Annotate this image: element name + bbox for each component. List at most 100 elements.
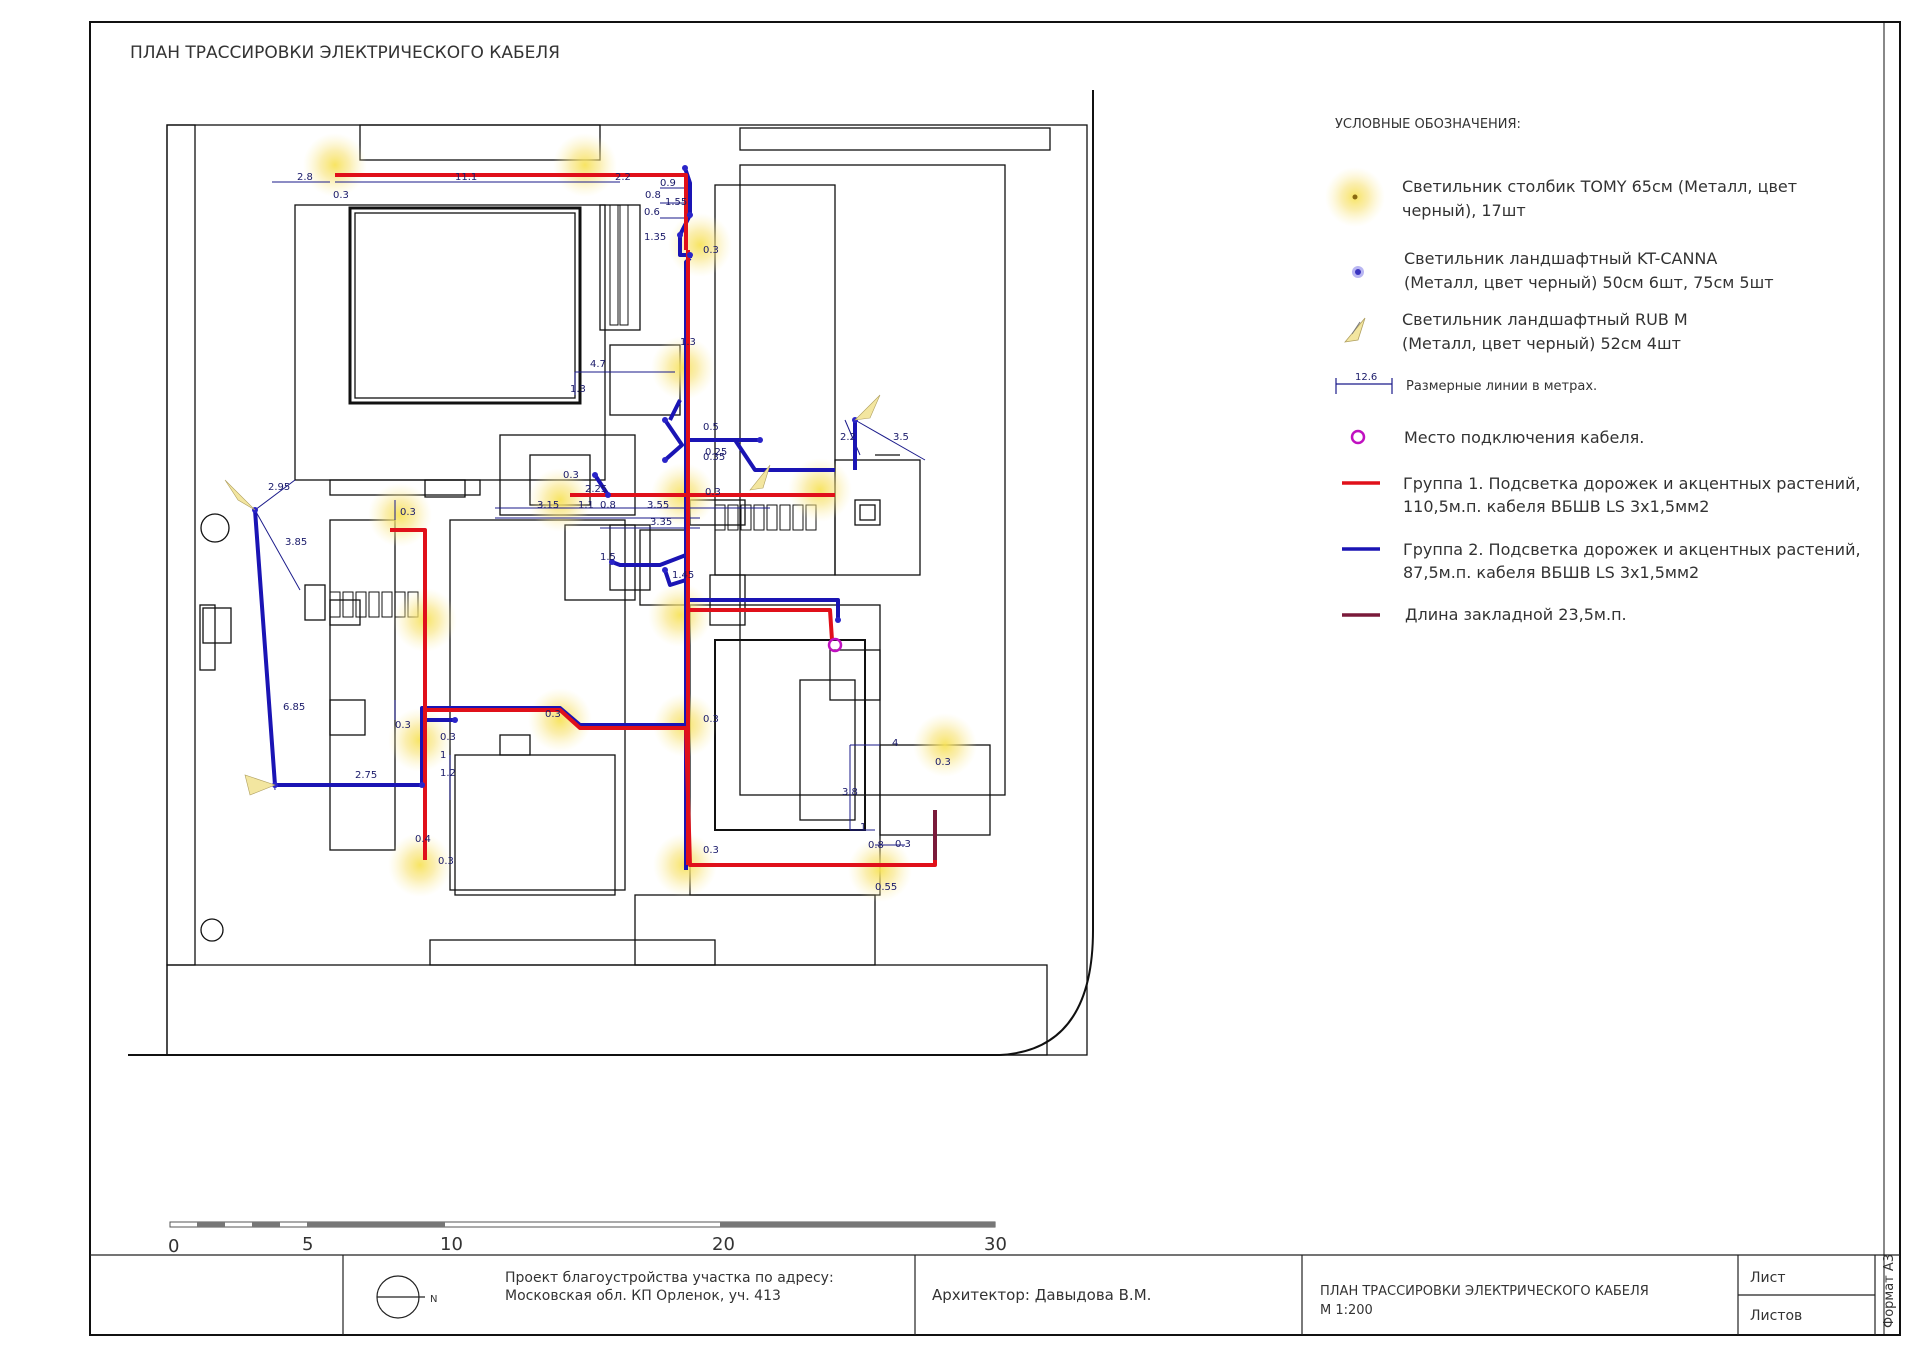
landscape-light-dot-9 [609, 559, 615, 565]
scale-label-20: 20 [712, 1234, 735, 1255]
dimension-label-41: 0.8 [868, 840, 884, 851]
dimension-label-32: 0.3 [440, 732, 456, 743]
sheet-label: Лист [1750, 1270, 1785, 1286]
dimension-label-12: 1.3 [570, 384, 586, 395]
dimension-label-3: 0.3 [333, 190, 349, 201]
dimension-label-34: 1.2 [440, 768, 456, 779]
bollard-light-glow-1 [303, 133, 367, 197]
dimension-line-icon [1335, 378, 1393, 394]
dimension-label-17: 3.5 [893, 432, 909, 443]
bollard-light-glow-10 [648, 583, 712, 647]
sheets-label: Листов [1750, 1308, 1802, 1324]
bollard-light-glow-8 [788, 458, 852, 522]
title-block [90, 1254, 1900, 1335]
dimension-label-7: 0.8 [645, 190, 661, 201]
dimension-label-42: 0.3 [895, 839, 911, 850]
dimension-label-21: 1.1 [578, 500, 594, 511]
bollard-light-glows [303, 133, 977, 902]
dimension-label-40: 1 [860, 822, 866, 833]
dimension-label-46: 0.3 [545, 709, 561, 720]
dimension-label-45: 0.3 [395, 720, 411, 731]
site-plan [128, 90, 1094, 1056]
dimension-label-27: 0.3 [705, 487, 721, 498]
drawing-scale: М 1:200 [1320, 1303, 1373, 1318]
dimension-label-49: 0.3 [935, 757, 951, 768]
dimension-label-10: 0.3 [703, 245, 719, 256]
landscape-light-dot-15 [835, 617, 841, 623]
legend-item-7-line1: Группа 2. Подсветка дорожек и акцентных … [1403, 540, 1861, 559]
legend-item-7-line2: 87,5м.п. кабеля ВБШВ LS 3х1,5мм2 [1403, 563, 1699, 582]
legend-item-3-line2: (Металл, цвет черный) 52см 4шт [1402, 334, 1681, 353]
dimension-label-22: 0.8 [600, 500, 616, 511]
spot-lights [224, 394, 881, 796]
dimension-label-5: 0.9 [660, 178, 676, 189]
dimension-label-37: 1.45 [672, 570, 694, 581]
bollard-light-glow-17 [848, 838, 912, 902]
landscape-light-dot-13 [419, 782, 425, 788]
cable-group-1 [335, 173, 937, 867]
scale-label-10: 10 [440, 1234, 463, 1255]
dimension-label-30: 6.85 [283, 702, 305, 713]
landscape-light-dot-1 [682, 165, 688, 171]
legend-heading: УСЛОВНЫЕ ОБОЗНАЧЕНИЯ: [1335, 117, 1521, 132]
legend-item-1-line2: черный), 17шт [1402, 201, 1526, 220]
legend-item-5-line1: Место подключения кабеля. [1404, 428, 1644, 447]
landscape-light-dot-4 [677, 232, 683, 238]
landscape-light-dot-6 [662, 457, 668, 463]
architect-name: Архитектор: Давыдова В.М. [932, 1286, 1151, 1304]
format-label: Формат А3 [1882, 1254, 1897, 1328]
dimension-label-29: 3.85 [285, 537, 307, 548]
dimension-label-31: 2.75 [355, 770, 377, 781]
bollard-light-glow-15 [388, 833, 452, 897]
legend-item-6-line1: Группа 1. Подсветка дорожек и акцентных … [1403, 474, 1861, 493]
dimension-label-28: 2.95 [268, 482, 290, 493]
spot-light-icon [1344, 317, 1366, 343]
dimension-label-11: 4.7 [590, 359, 606, 370]
landscape-light-dot-5 [662, 417, 668, 423]
dimension-label-24: 3.35 [650, 517, 672, 528]
bollard-light-glow-4 [651, 336, 715, 400]
connection-point-icon [827, 637, 843, 653]
dimension-label-38: 4 [892, 738, 898, 749]
landscape-light-dot-2 [687, 212, 693, 218]
legend-item-3-line1: Светильник ландшафтный RUB M [1402, 310, 1688, 329]
drawing-title: ПЛАН ТРАССИРОВКИ ЭЛЕКТРИЧЕСКОГО КАБЕЛЯ [1320, 1284, 1649, 1299]
bollard-light-glow-3 [668, 213, 732, 277]
dimension-label-43: 0.55 [875, 882, 897, 893]
bollard-light-glow-6 [528, 468, 592, 532]
legend-item-2-line2: (Металл, цвет черный) 50см 6шт, 75см 5шт [1404, 273, 1774, 292]
dimension-label-15: 0.35 [703, 452, 725, 463]
dimension-label-36: 0.3 [438, 856, 454, 867]
scale-label-0: 0 [168, 1236, 179, 1257]
sheet-frame [89, 21, 1901, 1336]
legend-item-2-line1: Светильник ландшафтный KT-CANNA [1404, 249, 1717, 268]
landscape-light-dot-10 [662, 567, 668, 573]
legend-dimension-value: 12.6 [1355, 372, 1377, 383]
dimension-label-14: 0.5 [703, 422, 719, 433]
dimension-label-13: 1.3 [680, 337, 696, 348]
dimension-label-2: 11.1 [455, 172, 477, 183]
sheet-title: ПЛАН ТРАССИРОВКИ ЭЛЕКТРИЧЕСКОГО КАБЕЛЯ [130, 43, 560, 63]
connection-point-legend-icon [1350, 429, 1366, 445]
legend-item-8-line1: Длина закладной 23,5м.п. [1405, 605, 1627, 624]
legend-item-1-line1: Светильник столбик TOMY 65см (Металл, цв… [1402, 177, 1797, 196]
legend-item-4-line1: Размерные линии в метрах. [1406, 379, 1597, 394]
legend-item-6-line2: 110,5м.п. кабеля ВБШВ LS 3х1,5мм2 [1403, 497, 1709, 516]
dimension-label-35: 0.4 [415, 834, 431, 845]
dimension-label-48: 0.3 [703, 845, 719, 856]
project-line-2: Московская обл. КП Орленок, уч. 413 [505, 1288, 781, 1304]
project-line-1: Проект благоустройства участка по адресу… [505, 1270, 834, 1286]
dimension-label-18: 0.3 [563, 470, 579, 481]
dimension-label-23: 3.55 [647, 500, 669, 511]
dimension-label-44: 0.3 [400, 507, 416, 518]
dimension-label-47: 0.3 [703, 714, 719, 725]
dimension-label-39: 3.8 [842, 787, 858, 798]
dimension-label-1: 2.8 [297, 172, 313, 183]
legend: УСЛОВНЫЕ ОБОЗНАЧЕНИЯ: Светильник столбик… [1325, 117, 1861, 624]
dimension-label-16: 2.2 [840, 432, 856, 443]
landscape-light-dot-3 [687, 252, 693, 258]
dimension-label-20: 3.15 [537, 500, 559, 511]
scale-label-5: 5 [302, 1234, 313, 1255]
